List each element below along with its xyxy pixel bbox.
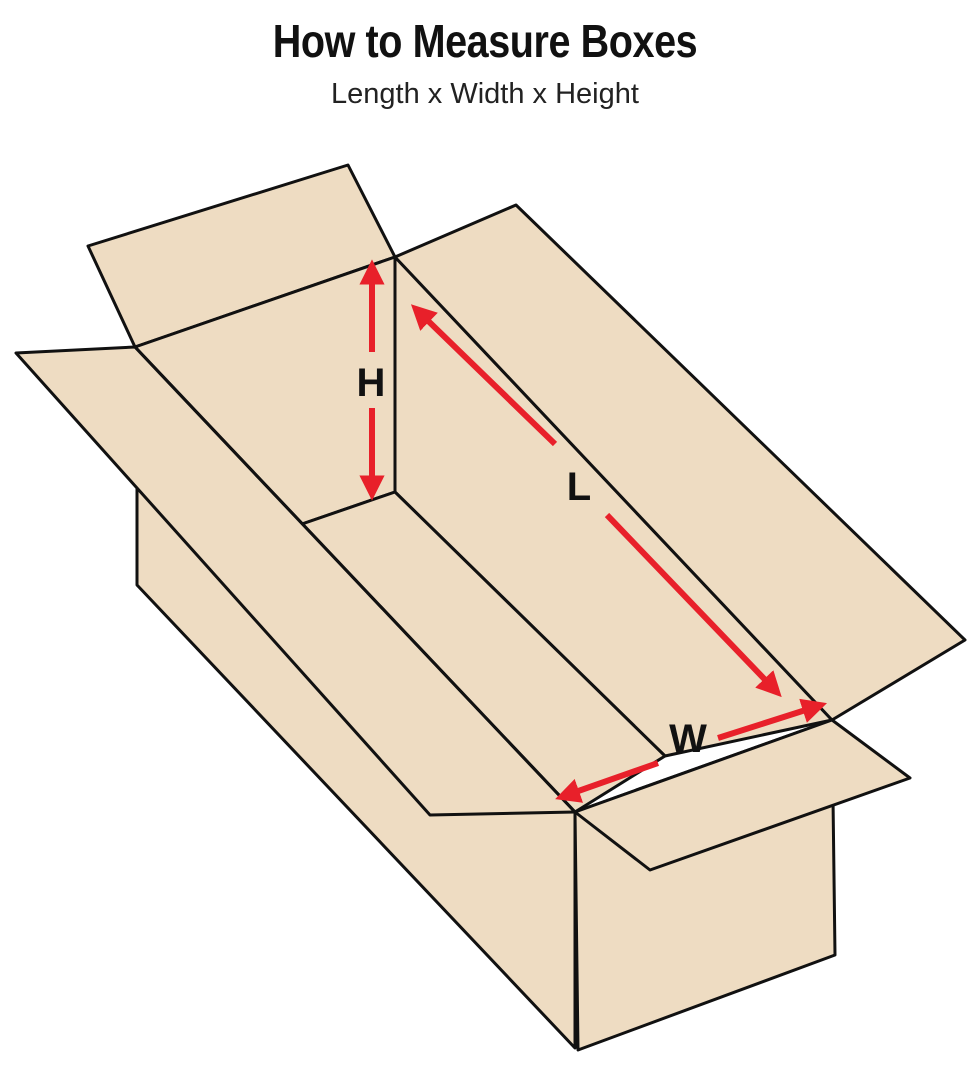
width-label: W xyxy=(669,717,707,761)
page-title: How to Measure Boxes xyxy=(272,15,698,67)
length-arrow xyxy=(410,304,558,447)
inner-rim-edge xyxy=(133,345,577,814)
length-label: L xyxy=(567,465,591,509)
width-arrow-right xyxy=(717,698,828,741)
page-subtitle: Length x Width x Height xyxy=(331,78,639,110)
width-arrow xyxy=(555,760,659,803)
right-flap xyxy=(393,203,967,722)
length-arrow-lower xyxy=(604,512,782,698)
front-end-flap xyxy=(573,718,912,872)
height-label: H xyxy=(357,361,386,405)
